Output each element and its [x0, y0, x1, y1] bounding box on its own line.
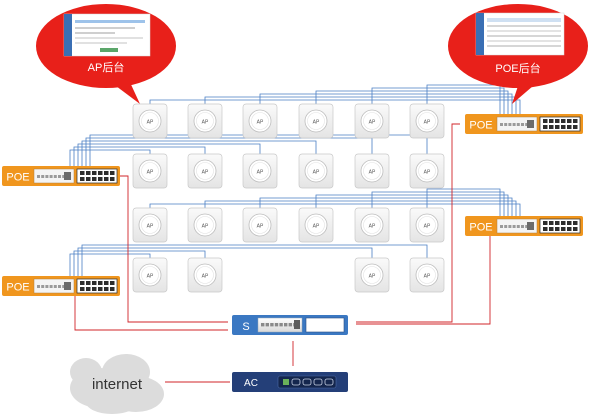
- ap-unit: AP: [187, 257, 223, 293]
- ap-unit: AP: [409, 207, 445, 243]
- core-switch: S: [232, 315, 348, 335]
- ap-unit: AP: [354, 207, 390, 243]
- ap-unit: AP: [354, 257, 390, 293]
- ap-label: AP: [202, 120, 209, 126]
- ap-label: AP: [202, 170, 209, 176]
- poe-backend-bubble: POE后台: [448, 4, 588, 104]
- poe-switches: POE POE POE POE: [2, 114, 583, 296]
- ap-label: AP: [313, 120, 320, 126]
- ap-unit: AP: [409, 257, 445, 293]
- ap-label: AP: [369, 120, 376, 126]
- ap-cabling: [69, 84, 540, 276]
- ap-label: AP: [202, 224, 209, 230]
- ap-unit: AP: [132, 207, 168, 243]
- ap-label: AP: [313, 170, 320, 176]
- ap-label: AP: [369, 170, 376, 176]
- ap-unit: AP: [242, 207, 278, 243]
- ap-label: AP: [424, 170, 431, 176]
- internet-label: internet: [92, 376, 143, 393]
- ap-unit: AP: [354, 103, 390, 139]
- poe-backend-label: POE后台: [495, 61, 540, 75]
- ap-label: AP: [424, 224, 431, 230]
- ap-unit: AP: [132, 103, 168, 139]
- ap-label: AP: [202, 274, 209, 280]
- ap-label: AP: [147, 224, 154, 230]
- ap-unit: AP: [187, 153, 223, 189]
- ap-label: AP: [257, 120, 264, 126]
- ap-label: AP: [424, 274, 431, 280]
- switch-label: S: [242, 321, 249, 333]
- ap-label: AP: [147, 120, 154, 126]
- poe-switch: POE: [465, 216, 583, 236]
- ap-unit: AP: [132, 153, 168, 189]
- ap-unit: AP: [187, 103, 223, 139]
- ap-unit: AP: [242, 153, 278, 189]
- ap-unit: AP: [187, 207, 223, 243]
- ap-unit: AP: [354, 153, 390, 189]
- ap-label: AP: [313, 224, 320, 230]
- poe-switch: POE: [2, 166, 120, 186]
- ap-label: AP: [257, 224, 264, 230]
- ap-unit: AP: [409, 153, 445, 189]
- internet-cloud: internet: [70, 354, 164, 414]
- ac-controller: AC: [232, 372, 348, 392]
- poe-switch: POE: [2, 276, 120, 296]
- ap-unit: AP: [132, 257, 168, 293]
- poe-switch: POE: [465, 114, 583, 134]
- uplink-cabling: [74, 123, 491, 383]
- ap-label: AP: [424, 120, 431, 126]
- ap-label: AP: [147, 274, 154, 280]
- ap-unit: AP: [409, 103, 445, 139]
- ap-backend-label: AP后台: [88, 60, 125, 74]
- ap-unit: AP: [242, 103, 278, 139]
- ap-label: AP: [147, 170, 154, 176]
- ap-unit: AP: [298, 153, 334, 189]
- poe-label: POE: [469, 120, 492, 132]
- ap-label: AP: [369, 274, 376, 280]
- poe-backend-screenshot: [475, 12, 565, 56]
- ac-label: AC: [244, 378, 258, 389]
- ap-label: AP: [369, 224, 376, 230]
- ap-backend-bubble: AP后台: [36, 4, 176, 104]
- ap-unit: AP: [298, 103, 334, 139]
- ap-label: AP: [257, 170, 264, 176]
- poe-label: POE: [469, 222, 492, 234]
- ap-grid: AP AP AP AP AP AP AP AP AP AP AP AP AP AP AP AP AP AP AP AP…: [132, 103, 445, 293]
- poe-label: POE: [6, 172, 29, 184]
- ap-unit: AP: [298, 207, 334, 243]
- poe-label: POE: [6, 282, 29, 294]
- ap-backend-screenshot: [63, 13, 151, 57]
